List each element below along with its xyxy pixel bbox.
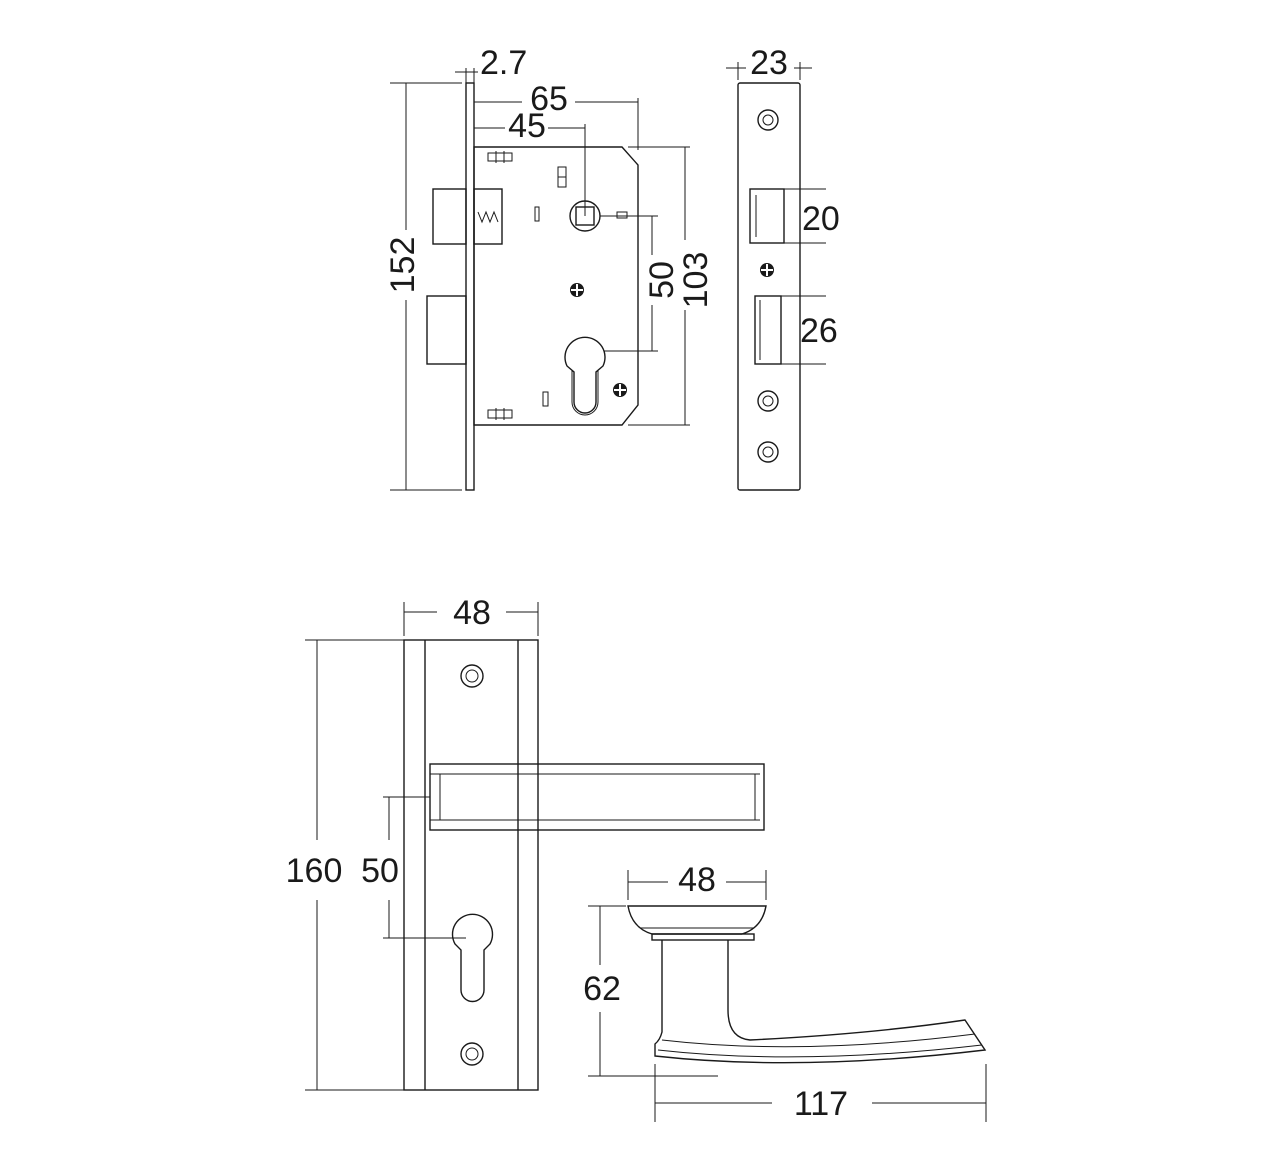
- faceplate-screw-bottom: [757, 441, 779, 463]
- dim-backplate-height: [305, 639, 404, 1091]
- slot-bottom: [542, 391, 549, 407]
- faceplate-screw-top: [757, 109, 779, 131]
- backplate-front-view: 48 160 50: [286, 594, 765, 1091]
- deadbolt-opening: [754, 295, 782, 365]
- rose-collar: [651, 933, 755, 941]
- dim-label-2-7: 2.7: [480, 44, 527, 82]
- dim-backplate-center: [383, 796, 466, 939]
- dim-latch-height: [784, 188, 826, 244]
- dim-label-160: 160: [286, 852, 343, 890]
- dim-label-62: 62: [583, 970, 621, 1008]
- dim-label-20: 20: [802, 200, 840, 238]
- rose: [627, 905, 767, 935]
- dim-lock-body-height: [628, 146, 690, 426]
- screw-center: [570, 283, 584, 297]
- dim-lock-height: [390, 82, 462, 491]
- lever-front: [429, 763, 765, 831]
- backplate-screw-top: [460, 664, 484, 688]
- faceplate-outline: [737, 82, 801, 491]
- dim-backplate-width: [403, 602, 539, 636]
- rivet-top: [487, 151, 513, 163]
- backplate-screw-bottom: [460, 1042, 484, 1066]
- lever-handle: [654, 940, 987, 1064]
- screw-lower: [613, 383, 627, 397]
- dim-label-26: 26: [800, 312, 838, 350]
- faceplate-front-view: 23 20 26: [726, 44, 840, 491]
- lock-body: [473, 146, 639, 426]
- faceplate-screw-mid: [760, 263, 774, 277]
- dim-lever-projection: [588, 905, 718, 1077]
- dim-label-48-backplate: 48: [453, 594, 491, 632]
- dim-lever-length: [654, 1064, 987, 1122]
- dim-label-103: 103: [677, 252, 715, 309]
- backplate-cylinder-hole: [451, 913, 494, 1003]
- latch-opening: [749, 188, 785, 244]
- slot-mid: [534, 206, 540, 222]
- dim-lock-center: [600, 215, 658, 352]
- dim-rose-diameter: [627, 870, 767, 900]
- dim-backset-total: [474, 98, 639, 150]
- dim-label-117: 117: [794, 1085, 848, 1123]
- dim-label-45: 45: [508, 107, 546, 145]
- lock-faceplate: [465, 82, 475, 491]
- deadbolt: [426, 295, 467, 365]
- dim-label-152: 152: [384, 237, 422, 294]
- dim-faceplate-width: [726, 62, 812, 80]
- dim-label-65: 65: [530, 80, 568, 118]
- dim-faceplate-thickness: [455, 68, 478, 84]
- mortise-lock-side-view: 152 2.7 65 45 50: [384, 44, 715, 491]
- faceplate-screw-lower: [757, 390, 779, 412]
- dim-deadbolt-height: [781, 295, 826, 365]
- lever-side-view: 48 62 117: [583, 861, 987, 1123]
- dim-label-48-rose: 48: [678, 861, 716, 899]
- rivet-bottom: [487, 408, 513, 420]
- hub-stop: [616, 211, 628, 219]
- latch-bolt: [432, 188, 467, 245]
- latch-housing: [473, 188, 503, 245]
- backplate-outline: [403, 639, 539, 1091]
- dim-label-50-backplate: 50: [361, 852, 399, 890]
- latch-spring: [477, 210, 499, 224]
- dim-label-23: 23: [750, 44, 788, 82]
- cylinder-hole: [564, 336, 606, 414]
- dim-label-50-lock: 50: [643, 261, 681, 299]
- dim-backset: [474, 124, 586, 216]
